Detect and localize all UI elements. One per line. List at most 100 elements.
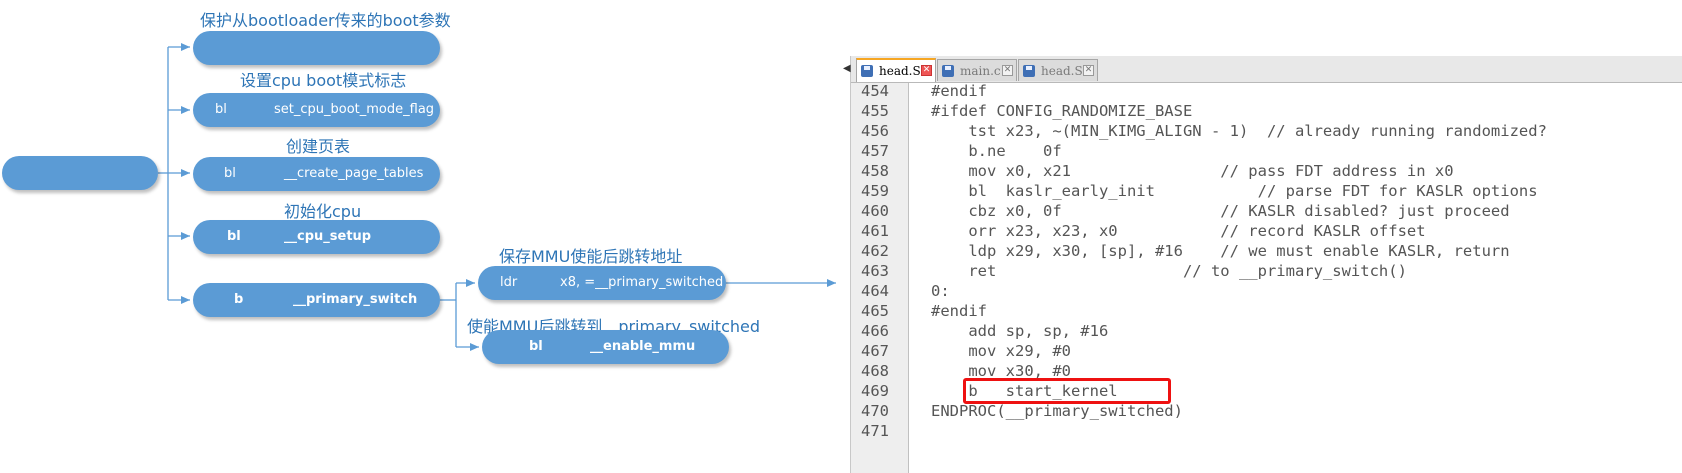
code-text: ret // to __primary_switch()	[931, 262, 1407, 280]
close-tab-icon[interactable]: ✕	[921, 65, 932, 76]
code-line: 461 orr x23, x23, x0 // record KASLR off…	[851, 221, 1682, 241]
code-text: mov x30, #0	[931, 362, 1071, 380]
code-text: ENDPROC(__primary_switched)	[931, 402, 1183, 420]
tab-scroll-left-icon[interactable]: ◀	[843, 63, 851, 74]
cpu-setup-op: bl	[227, 229, 241, 244]
line-number-gutter	[851, 83, 909, 473]
tab-label: head.S	[879, 64, 921, 78]
flow-diagram: stext 保护从bootloader传来的boot参数 Bl Preserve…	[0, 0, 840, 473]
set-cpu-boot-mode-node: bl set_cpu_boot_mode_flag	[193, 93, 440, 127]
primary-switch-op: b	[234, 292, 244, 307]
cpu-setup-arg: __cpu_setup	[284, 229, 372, 244]
line-number: 465	[861, 302, 889, 320]
code-line: 456 tst x23, ~(MIN_KIMG_ALIGN - 1) // al…	[851, 121, 1682, 141]
stext-node: stext	[2, 156, 158, 214]
code-text: b.ne 0f	[931, 142, 1062, 160]
code-text: mov x0, x21 // pass FDT address in x0	[931, 162, 1454, 180]
ldr-op: ldr	[500, 275, 518, 290]
code-line: 458 mov x0, x21 // pass FDT address in x…	[851, 161, 1682, 181]
primary-switch-arg: __primary_switch	[293, 292, 418, 307]
line-number: 470	[861, 402, 889, 420]
preserve-boot-args-node: Bl Preserve_boot_args	[193, 31, 440, 89]
code-area[interactable]: 454 #endif 455 #ifdef CONFIG_RANDOMIZE_BAS…	[851, 83, 1682, 473]
line-number: 464	[861, 282, 889, 300]
code-text: tst x23, ~(MIN_KIMG_ALIGN - 1) // alread…	[931, 122, 1547, 140]
line-number: 467	[861, 342, 889, 360]
tab-label: head.S	[1041, 64, 1083, 78]
create-page-tables-node: bl __create_page_tables	[193, 157, 440, 191]
line-number: 456	[861, 122, 889, 140]
editor-tab-bar: ◀ head.S ✕ main.c ✕ head.S ✕	[843, 56, 1682, 83]
ldr-primary-switched-node: ldr x8, =__primary_switched	[478, 266, 726, 300]
save-disk-icon	[942, 65, 954, 77]
create-page-tables-op: bl	[224, 166, 236, 181]
line-number: 457	[861, 142, 889, 160]
caption-preserve-boot-args: 保护从bootloader传来的boot参数	[200, 11, 451, 30]
start-kernel-highlight-box	[963, 378, 1171, 404]
stext-label: stext	[72, 199, 105, 214]
code-line: 470 ENDPROC(__primary_switched)	[851, 401, 1682, 421]
line-number: 455	[861, 102, 889, 120]
line-number: 466	[861, 322, 889, 340]
line-number: 460	[861, 202, 889, 220]
close-tab-icon[interactable]: ✕	[1002, 65, 1013, 76]
code-text: bl kaslr_early_init // parse FDT for KAS…	[931, 182, 1538, 200]
caption-create-page-tables: 创建页表	[286, 137, 351, 156]
set-cpu-boot-mode-op: bl	[215, 102, 227, 117]
code-text: ldp x29, x30, [sp], #16 // we must enabl…	[931, 242, 1510, 260]
enable-mmu-op: bl	[529, 339, 543, 354]
tab-head-s-active[interactable]: head.S ✕	[856, 58, 936, 82]
code-line-highlighted: 469 b start_kernel	[851, 381, 1682, 401]
line-number: 458	[861, 162, 889, 180]
code-line: 464 0:	[851, 281, 1682, 301]
line-number: 469	[861, 382, 889, 400]
set-cpu-boot-mode-arg: set_cpu_boot_mode_flag	[274, 102, 435, 117]
tab-main-c[interactable]: main.c ✕	[937, 59, 1017, 81]
code-line: 462 ldp x29, x30, [sp], #16 // we must e…	[851, 241, 1682, 261]
close-tab-icon[interactable]: ✕	[1083, 65, 1094, 76]
cpu-setup-node: bl __cpu_setup	[193, 220, 440, 254]
primary-switch-node: b __primary_switch	[193, 283, 440, 317]
enable-mmu-arg: __enable_mmu	[590, 339, 696, 354]
code-text: cbz x0, 0f // KASLR disabled? just proce…	[931, 202, 1510, 220]
save-disk-icon	[1023, 65, 1035, 77]
create-page-tables-arg: __create_page_tables	[284, 166, 424, 181]
code-line: 457 b.ne 0f	[851, 141, 1682, 161]
code-text: #endif	[931, 302, 987, 320]
line-number: 462	[861, 242, 889, 260]
code-line: 455 #ifdef CONFIG_RANDOMIZE_BASE	[851, 101, 1682, 121]
code-line: 459 bl kaslr_early_init // parse FDT for…	[851, 181, 1682, 201]
line-number: 461	[861, 222, 889, 240]
ldr-arg: x8, =__primary_switched	[560, 275, 724, 290]
line-number: 463	[861, 262, 889, 280]
code-line: 460 cbz x0, 0f // KASLR disabled? just p…	[851, 201, 1682, 221]
code-text: #ifdef CONFIG_RANDOMIZE_BASE	[931, 102, 1193, 120]
code-line: 454 #endif	[851, 83, 1682, 101]
code-line: 467 mov x29, #0	[851, 341, 1682, 361]
code-text: b start_kernel	[931, 382, 1118, 400]
code-line: 471	[851, 421, 1682, 441]
code-editor: ◀ head.S ✕ main.c ✕ head.S ✕ 454 #endif 4…	[843, 56, 1682, 473]
enable-mmu-node: bl __enable_mmu	[482, 330, 729, 364]
code-text: orr x23, x23, x0 // record KASLR offset	[931, 222, 1426, 240]
line-number: 454	[861, 83, 889, 100]
caption-cpu-setup: 初始化cpu	[284, 202, 362, 221]
code-line: 463 ret // to __primary_switch()	[851, 261, 1682, 281]
tab-head-s[interactable]: head.S ✕	[1018, 59, 1098, 81]
tab-label: main.c	[960, 64, 1001, 78]
caption-set-cpu-boot-mode: 设置cpu boot模式标志	[240, 71, 407, 90]
code-text: 0:	[931, 282, 950, 300]
save-disk-icon	[861, 65, 873, 77]
preserve-boot-args-label: Bl Preserve_boot_args	[253, 74, 397, 89]
line-number: 459	[861, 182, 889, 200]
code-text: #endif	[931, 83, 987, 100]
connector-lines	[158, 43, 836, 351]
line-number: 468	[861, 362, 889, 380]
code-text: mov x29, #0	[931, 342, 1071, 360]
caption-save-mmu-jump-address: 保存MMU使能后跳转地址	[499, 247, 683, 266]
code-line: 466 add sp, sp, #16	[851, 321, 1682, 341]
code-line: 465 #endif	[851, 301, 1682, 321]
line-number: 471	[861, 422, 889, 440]
code-line: 468 mov x30, #0	[851, 361, 1682, 381]
code-text: add sp, sp, #16	[931, 322, 1109, 340]
